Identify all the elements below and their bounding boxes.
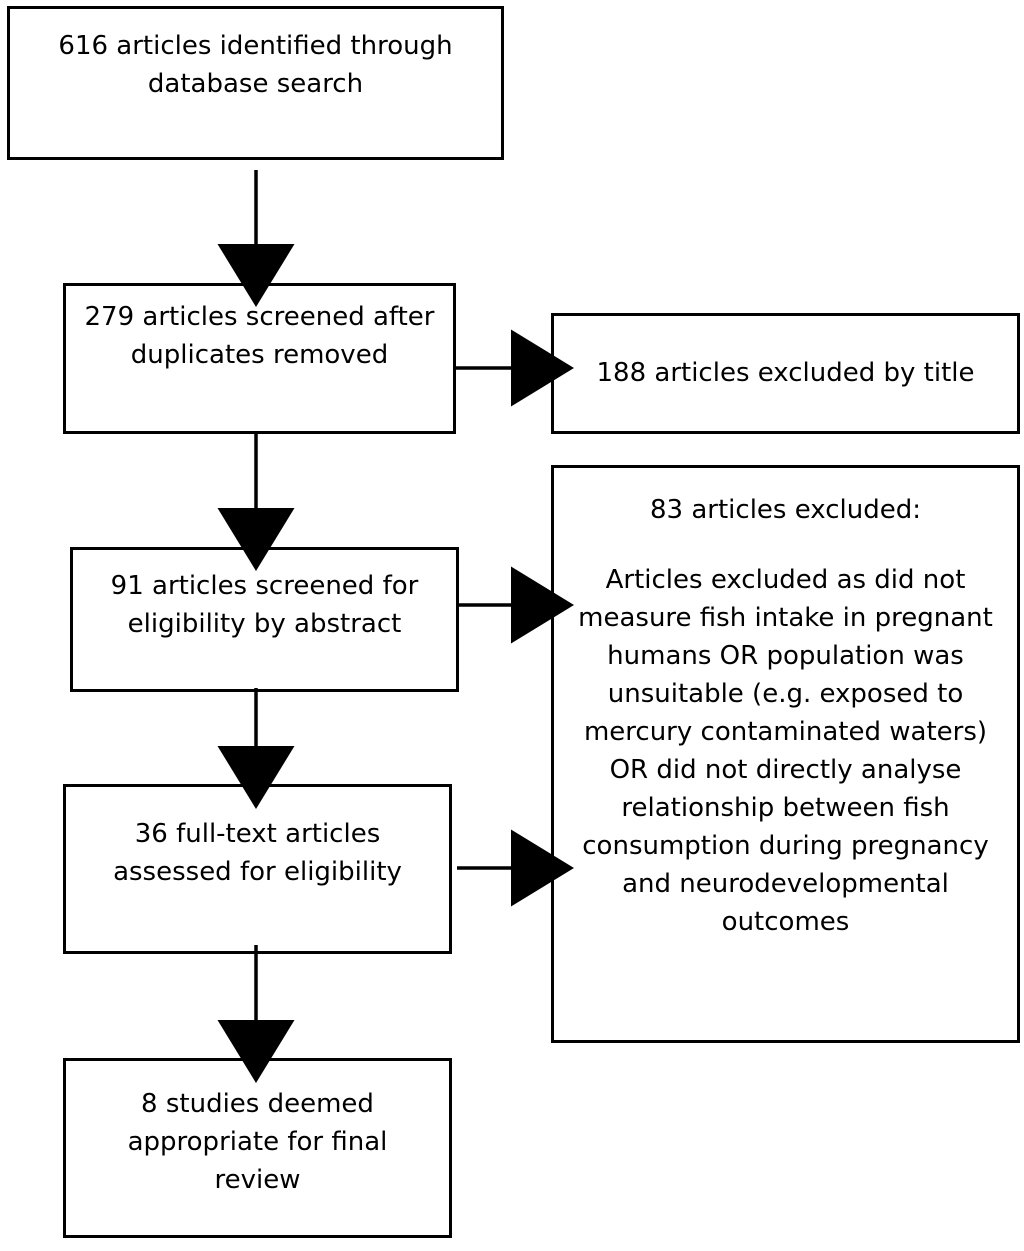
screened-line-2: duplicates removed (130, 340, 389, 370)
exclusion-line-5: mercury contaminated waters) (583, 717, 988, 747)
final-review-box: 8 studies deemed appropriate for final r… (63, 1058, 452, 1238)
screened-line-1: 279 articles screened after (84, 302, 435, 332)
abstract-line-2: eligibility by abstract (127, 609, 402, 639)
exclusion-line-7: relationship between fish (621, 793, 950, 823)
exclusion-line-3: humans OR population was (607, 641, 964, 671)
identified-line-2: database search (147, 69, 364, 99)
fulltext-line-2: assessed for eligibility (113, 857, 402, 887)
abstract-line-1: 91 articles screened for (110, 571, 419, 601)
final-line-3: review (214, 1165, 301, 1195)
fulltext-assessment-box: 36 full-text articles assessed for eligi… (63, 784, 452, 954)
exclusion-line-4: unsuitable (e.g. exposed to (607, 679, 964, 709)
screened-box: 279 articles screened after duplicates r… (63, 283, 456, 434)
exclusion-line-8: consumption during pregnancy (582, 831, 989, 861)
excluded-by-title-box: 188 articles excluded by title (551, 313, 1020, 434)
fulltext-line-1: 36 full-text articles (134, 819, 381, 849)
exclusion-criteria-box: 83 articles excluded: Articles excluded … (551, 465, 1020, 1043)
exclusion-line-1: Articles excluded as did not (605, 565, 966, 595)
exclusion-spacer (554, 529, 1017, 561)
exclusion-line-2: measure fish intake in pregnant (578, 603, 993, 633)
exclusion-line-10: outcomes (721, 907, 850, 937)
exclusion-line-6: OR did not directly analyse (609, 755, 962, 785)
exclusion-line-9: and neurodevelopmental (622, 869, 949, 899)
exclusion-heading: 83 articles excluded: (650, 495, 921, 525)
identified-box: 616 articles identified through database… (7, 6, 504, 160)
abstract-screening-box: 91 articles screened for eligibility by … (70, 547, 459, 692)
final-line-1: 8 studies deemed (141, 1089, 374, 1119)
excluded-by-title-line-1: 188 articles excluded by title (596, 358, 975, 388)
identified-line-1: 616 articles identified through (58, 31, 453, 61)
final-line-2: appropriate for final (127, 1127, 388, 1157)
